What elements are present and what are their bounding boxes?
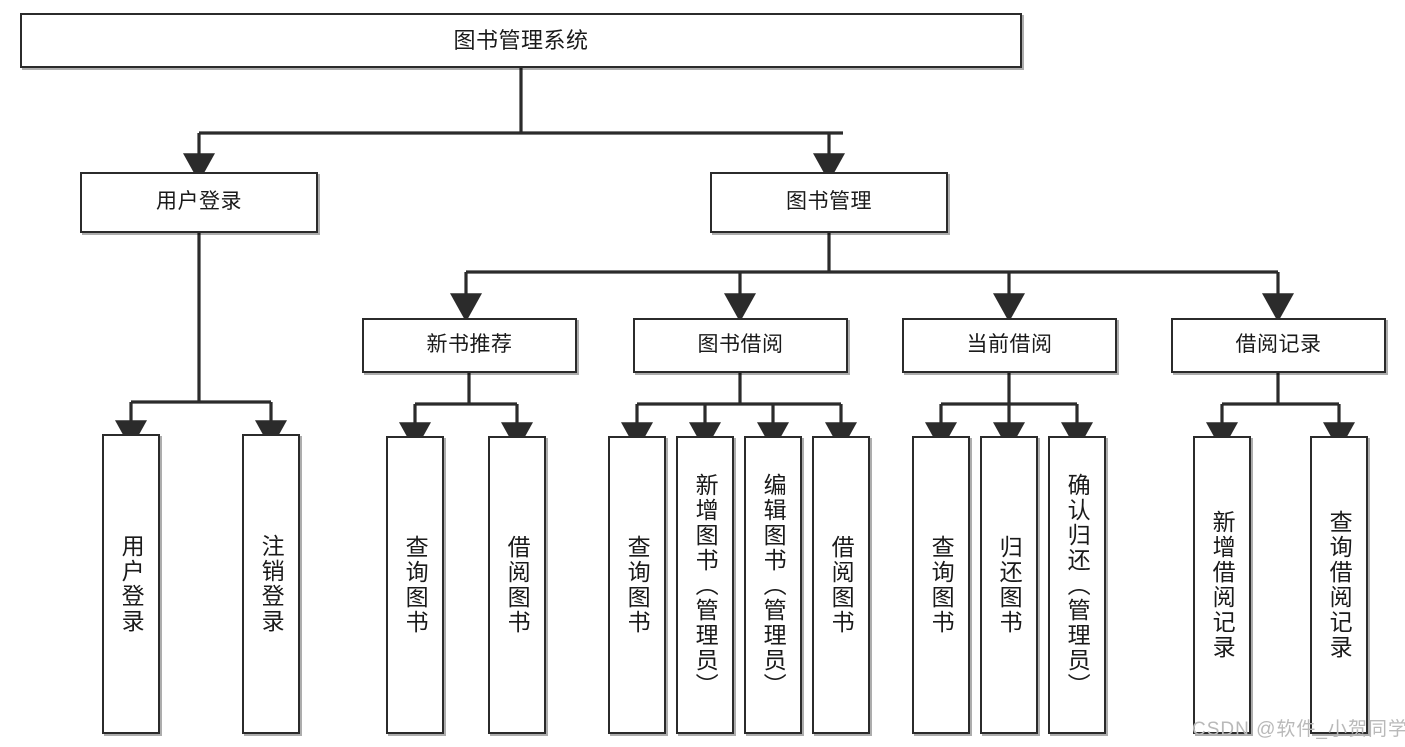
node-label: 借阅图书 <box>504 535 531 635</box>
node-label: 图书借阅 <box>697 333 784 357</box>
node-label: 当前借阅 <box>966 333 1053 357</box>
leaf-recommend-borrow-book[interactable]: 借阅图书 <box>488 436 546 734</box>
node-label: 用户登录 <box>118 534 145 634</box>
leaf-user-login-logout[interactable]: 注销登录 <box>242 434 300 734</box>
node-label: 借阅图书 <box>828 535 855 635</box>
node-new-book-recommend[interactable]: 新书推荐 <box>362 318 577 373</box>
leaf-record-add-record[interactable]: 新增借阅记录 <box>1193 436 1251 734</box>
leaf-user-login-login[interactable]: 用户登录 <box>102 434 160 734</box>
node-label: 新书推荐 <box>426 333 513 357</box>
node-label: 查询图书 <box>928 535 955 635</box>
leaf-borrow-query-book[interactable]: 查询图书 <box>608 436 666 734</box>
leaf-current-query-book[interactable]: 查询图书 <box>912 436 970 734</box>
node-label: 注销登录 <box>258 534 285 634</box>
node-label: 新增图书（管理员） <box>692 472 719 698</box>
leaf-borrow-borrow-book[interactable]: 借阅图书 <box>812 436 870 734</box>
node-label: 图书管理 <box>786 190 872 214</box>
node-current-borrow[interactable]: 当前借阅 <box>902 318 1117 373</box>
node-label: 编辑图书（管理员） <box>760 472 787 698</box>
node-label: 查询图书 <box>402 535 429 635</box>
node-label: 查询借阅记录 <box>1326 510 1353 660</box>
leaf-recommend-query-book[interactable]: 查询图书 <box>386 436 444 734</box>
node-borrow-record[interactable]: 借阅记录 <box>1171 318 1386 373</box>
node-label: 新增借阅记录 <box>1209 510 1236 660</box>
node-label: 图书管理系统 <box>453 27 589 53</box>
leaf-current-confirm-return-admin[interactable]: 确认归还（管理员） <box>1048 436 1106 734</box>
leaf-borrow-add-book-admin[interactable]: 新增图书（管理员） <box>676 436 734 734</box>
leaf-borrow-edit-book-admin[interactable]: 编辑图书（管理员） <box>744 436 802 734</box>
node-label: 查询图书 <box>624 535 651 635</box>
leaf-current-return-book[interactable]: 归还图书 <box>980 436 1038 734</box>
node-book-borrow[interactable]: 图书借阅 <box>633 318 848 373</box>
node-label: 确认归还（管理员） <box>1064 472 1091 698</box>
node-label: 借阅记录 <box>1235 333 1322 357</box>
node-user-login[interactable]: 用户登录 <box>80 172 318 233</box>
node-label: 归还图书 <box>996 535 1023 635</box>
leaf-record-query-record[interactable]: 查询借阅记录 <box>1310 436 1368 734</box>
csdn-watermark: CSDN @软件_小贺同学 <box>1192 719 1405 740</box>
node-book-management[interactable]: 图书管理 <box>710 172 948 233</box>
node-label: 用户登录 <box>156 190 242 214</box>
node-root-system[interactable]: 图书管理系统 <box>20 13 1022 68</box>
